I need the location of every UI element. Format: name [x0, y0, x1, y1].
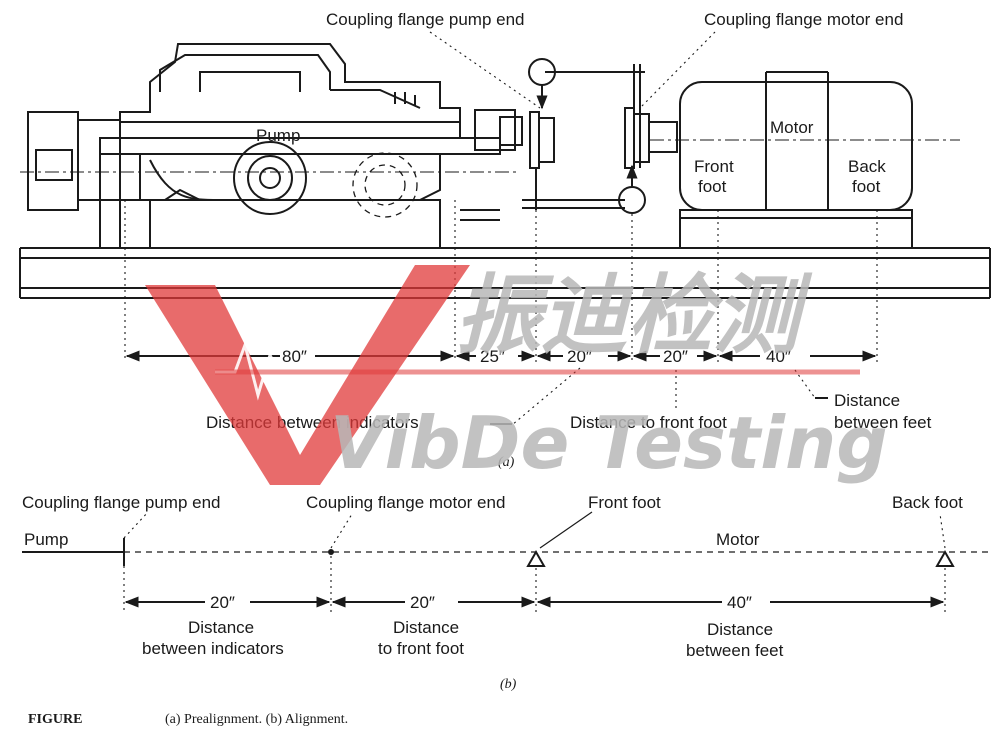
label-distance-between-feet-line1-a: Distance [834, 391, 900, 410]
pump-body [27, 43, 523, 249]
dim-25-a: 25″ [480, 347, 505, 366]
label-front-foot-b: Front foot [588, 493, 661, 512]
caption-a: (a) [498, 455, 515, 470]
label-dist-feet-line2-b: between feet [686, 641, 784, 660]
watermark-logo-v [145, 265, 470, 485]
back-foot-marker [935, 549, 955, 567]
dim-20-front-foot-a: 20″ [663, 347, 688, 366]
coupling-assembly [522, 58, 678, 214]
label-dist-feet-line1-b: Distance [707, 620, 773, 639]
label-coupling-pump-end-b: Coupling flange pump end [22, 493, 220, 512]
watermark: 振迪检测 VibDe Testing [145, 265, 888, 485]
label-coupling-motor-end-a: Coupling flange motor end [704, 10, 903, 29]
label-front-foot-line1-a: Front [694, 157, 734, 176]
label-motor-a: Motor [770, 118, 814, 137]
label-dist-front-foot-line1-b: Distance [393, 618, 459, 637]
label-pump-b: Pump [24, 530, 68, 549]
label-coupling-motor-end-b: Coupling flange motor end [306, 493, 505, 512]
label-dist-front-foot-line2-b: to front foot [378, 639, 464, 658]
label-motor-b: Motor [716, 530, 760, 549]
label-distance-to-front-foot-a: Distance to front foot [570, 413, 727, 432]
dim-20-indicators-a: 20″ [567, 347, 592, 366]
figure-label: FIGURE [28, 712, 82, 727]
dim-20-indicators-b: 20″ [210, 593, 235, 612]
motor-body [650, 71, 960, 249]
dim-80-a: 80″ [282, 347, 307, 366]
watermark-en-text: VibDe Testing [330, 401, 888, 485]
coupling-motor-end-point [328, 549, 334, 555]
label-dist-indicators-line1-b: Distance [188, 618, 254, 637]
label-coupling-pump-end-a: Coupling flange pump end [326, 10, 524, 29]
leader-lines-a [429, 31, 828, 426]
label-back-foot-line1-a: Back [848, 157, 886, 176]
label-distance-between-feet-line2-a: between feet [834, 413, 932, 432]
dim-20-front-foot-b: 20″ [410, 593, 435, 612]
label-pump-a: Pump [256, 126, 300, 145]
figure-caption-text: (a) Prealignment. (b) Alignment. [165, 712, 348, 727]
front-foot-marker [526, 549, 546, 567]
alignment-schematic: Coupling flange pump end Coupling flange… [22, 493, 990, 692]
label-front-foot-line2-a: foot [698, 177, 727, 196]
watermark-cn-text: 振迪检测 [455, 266, 813, 366]
label-back-foot-line2-a: foot [852, 177, 881, 196]
label-back-foot-b: Back foot [892, 493, 963, 512]
caption-b: (b) [500, 677, 517, 692]
reference-lines-a [124, 200, 878, 362]
label-dist-indicators-line2-b: between indicators [142, 639, 284, 658]
dim-40-feet-a: 40″ [766, 347, 791, 366]
dim-40-feet-b: 40″ [727, 593, 752, 612]
